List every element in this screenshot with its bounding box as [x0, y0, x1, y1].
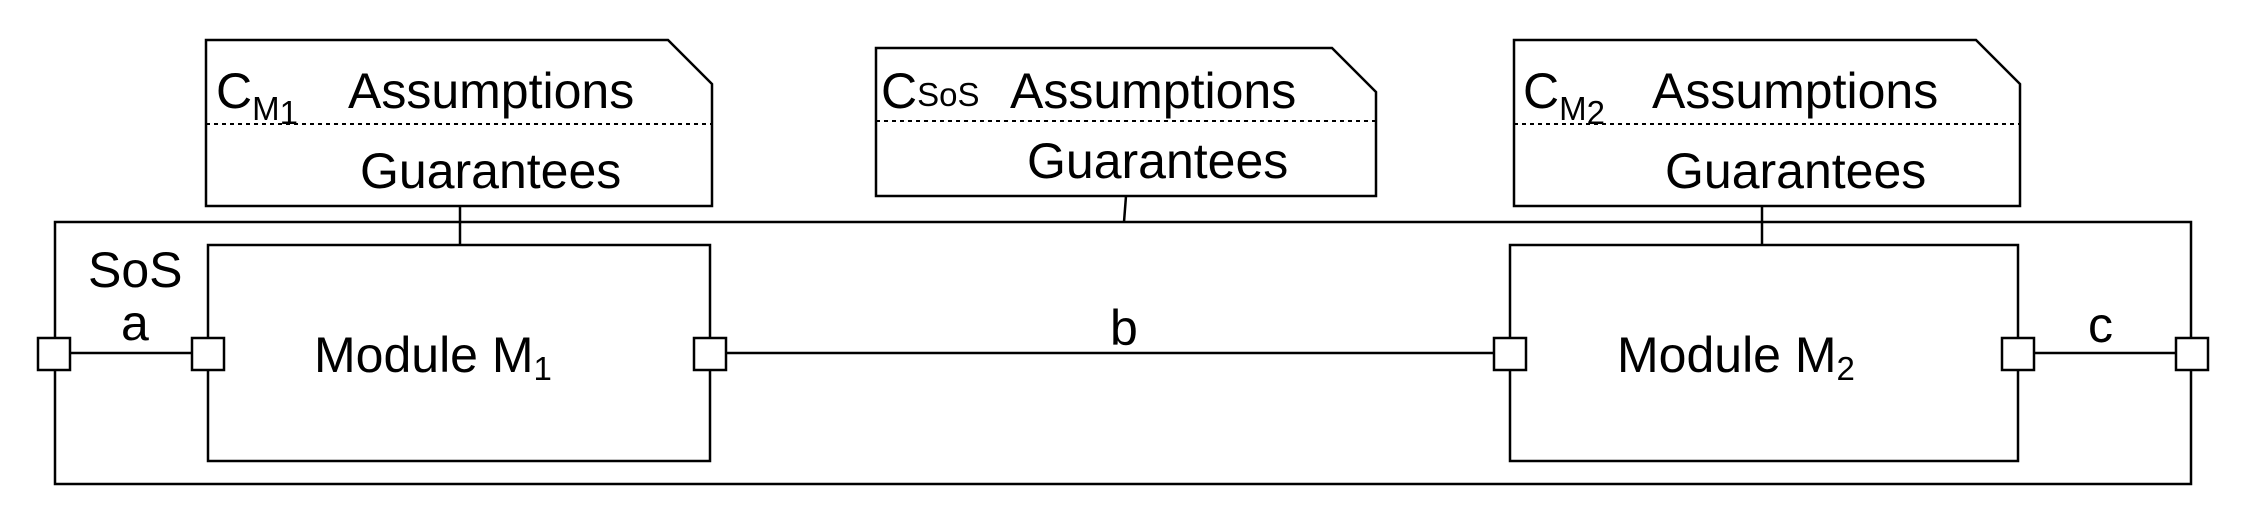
contract-m1-name: CM1	[216, 63, 298, 131]
port-m2-left	[1492, 336, 1528, 372]
contract-m1-guarantees: Guarantees	[360, 143, 621, 199]
contract-m2-guarantees: Guarantees	[1665, 143, 1926, 199]
module-m2	[1508, 243, 2020, 463]
contract-sos-name: CSoS	[881, 63, 979, 119]
port-m1-left	[190, 336, 226, 372]
contract-note-m2: CM2 Assumptions Guarantees	[1512, 38, 2022, 208]
connection-a-label: a	[121, 295, 149, 351]
connection-b-label: b	[1110, 300, 1138, 356]
port-m2-right	[2000, 336, 2036, 372]
contract-sos-link	[1122, 195, 1128, 223]
module-m2-label: Module M2	[1617, 327, 1855, 387]
port-m1-right	[692, 336, 728, 372]
contract-m2-name: CM2	[1523, 63, 1605, 131]
contract-m2-assumptions: Assumptions	[1652, 63, 1938, 119]
contract-note-m1: CM1 Assumptions Guarantees	[204, 38, 714, 208]
port-sos-right	[2174, 336, 2210, 372]
sos-label: SoS	[88, 242, 183, 298]
port-sos-left	[36, 336, 72, 372]
contract-m1-assumptions: Assumptions	[348, 63, 634, 119]
contract-sos-guarantees: Guarantees	[1027, 133, 1288, 189]
module-m1-label: Module M1	[314, 327, 552, 387]
connection-c-label: c	[2088, 297, 2113, 353]
contract-note-sos: CSoS Assumptions Guarantees	[874, 46, 1378, 198]
contract-sos-assumptions: Assumptions	[1010, 63, 1296, 119]
